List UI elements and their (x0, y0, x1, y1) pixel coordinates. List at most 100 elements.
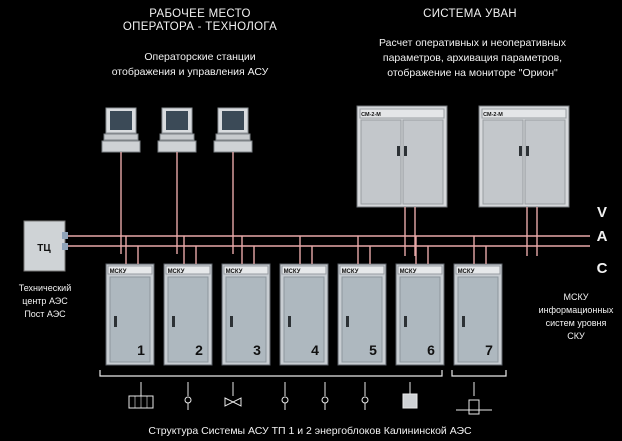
cabinet-label: МСКУ (458, 269, 475, 275)
tc-caption1: Технический (18, 283, 72, 293)
sensor-icon (361, 382, 369, 410)
sensor-head (321, 396, 329, 404)
cabinet-label: МСКУ (226, 269, 243, 275)
monitor-screen (110, 111, 132, 130)
cabinet-handle (230, 316, 233, 327)
server-handle-right (404, 146, 407, 156)
valve-icon (224, 382, 242, 407)
server-door-left (482, 119, 524, 205)
actuator-icon (402, 382, 418, 409)
sensor-head (184, 396, 192, 404)
right-header-line3: отображение на мониторе "Орион" (387, 67, 558, 79)
msku-cabinet-3: МСКУ 3 (221, 236, 271, 366)
cabinet-number: 6 (427, 342, 435, 358)
sensor-icon (184, 382, 192, 410)
tc-unit: ТЦ (23, 220, 68, 272)
right-note-line4: СКУ (567, 331, 585, 341)
cabinet-top-panel (223, 265, 269, 275)
bracket-group-1 (99, 370, 443, 377)
cabinet-handle (346, 316, 349, 327)
server-door-right (402, 119, 444, 205)
cabinet-top-panel (397, 265, 443, 275)
cabinet-top-panel (339, 265, 385, 275)
right-header-line2: параметров, архивация параметров, (382, 52, 563, 64)
cabinet-door (109, 276, 151, 363)
cabinet-top-panel (455, 265, 501, 275)
cabinet-label: МСКУ (110, 269, 127, 275)
monitor-screen (222, 111, 244, 130)
sensor-head (281, 396, 289, 404)
keyboard (101, 140, 141, 153)
cabinet-top-panel (165, 265, 211, 275)
cabinet-handle (288, 316, 291, 327)
cabinet-number: 4 (311, 342, 319, 358)
damper-icon (456, 382, 492, 415)
cabinet-top-panel (281, 265, 327, 275)
cabinet-number: 1 (137, 342, 145, 358)
monitor-base (215, 133, 251, 141)
cabinet-handle (404, 316, 407, 327)
right-header-title: СИСТЕМА УВАН (423, 8, 517, 20)
right-note-line1: МСКУ (563, 292, 589, 302)
cabinet-top-panel (107, 265, 153, 275)
bus-label-top: V (596, 204, 607, 221)
tc-port-bottom (62, 243, 68, 250)
bus-label-bottom: C (596, 260, 608, 277)
left-header-sub1: Операторские станции (144, 51, 256, 63)
server-handle-left (397, 146, 400, 156)
valve-shape (224, 397, 242, 407)
left-header-line2: ОПЕРАТОРА - ТЕХНОЛОГА (122, 21, 278, 33)
right-header-line1: Расчет оперативных и неоперативных (379, 37, 566, 49)
cabinet-label: МСКУ (400, 269, 417, 275)
cabinet-number: 3 (253, 342, 261, 358)
server-top-panel (359, 108, 445, 119)
uvan-server-cabinet: СМ-2-М (478, 105, 570, 256)
grid-device-icon (128, 382, 154, 409)
cabinet-handle (462, 316, 465, 327)
monitor-base (159, 133, 195, 141)
cabinet-label: МСКУ (168, 269, 185, 275)
keyboard (213, 140, 253, 153)
right-note-line2: информационных (538, 305, 614, 315)
server-door-left (360, 119, 402, 205)
sensor-head (361, 396, 369, 404)
damper-body (468, 399, 480, 415)
cabinet-number: 2 (195, 342, 203, 358)
monitor-base (103, 133, 139, 141)
keyboard (157, 140, 197, 153)
cabinet-handle (172, 316, 175, 327)
tc-caption2: центр АЭС (22, 296, 68, 306)
cabinet-number: 7 (485, 342, 493, 358)
workstation-monitor-icon (157, 107, 197, 254)
msku-cabinet-6: МСКУ 6 (395, 236, 445, 366)
msku-cabinet-1: МСКУ 1 (105, 236, 155, 366)
tc-label: ТЦ (37, 243, 51, 254)
tc-caption3: Пост АЭС (24, 309, 66, 319)
sensor-icon (321, 382, 329, 410)
actuator-box (402, 393, 418, 409)
tc-box (23, 220, 66, 272)
msku-cabinet-7: МСКУ 7 (453, 236, 503, 366)
server-label: СМ-2-М (361, 112, 381, 118)
uvan-server-cabinet: СМ-2-М (356, 105, 448, 256)
right-note-line3: систем уровня (545, 318, 607, 328)
cabinet-label: МСКУ (342, 269, 359, 275)
footer-caption: Структура Системы АСУ ТП 1 и 2 энергобло… (148, 425, 472, 437)
workstation-monitor-icon (101, 107, 141, 254)
monitor-screen (166, 111, 188, 130)
tc-port-top (62, 232, 68, 239)
cabinet-number: 5 (369, 342, 377, 358)
server-handle-left (519, 146, 522, 156)
left-header-line1: РАБОЧЕЕ МЕСТО (149, 8, 251, 20)
server-label: СМ-2-М (483, 112, 503, 118)
sensor-icon (281, 382, 289, 410)
server-door-right (524, 119, 566, 205)
msku-cabinet-2: МСКУ 2 (163, 236, 213, 366)
workstation-monitor-icon (213, 107, 253, 254)
left-header-sub2: отображения и управления АСУ (111, 66, 269, 78)
server-top-panel (481, 108, 567, 119)
server-handle-right (526, 146, 529, 156)
